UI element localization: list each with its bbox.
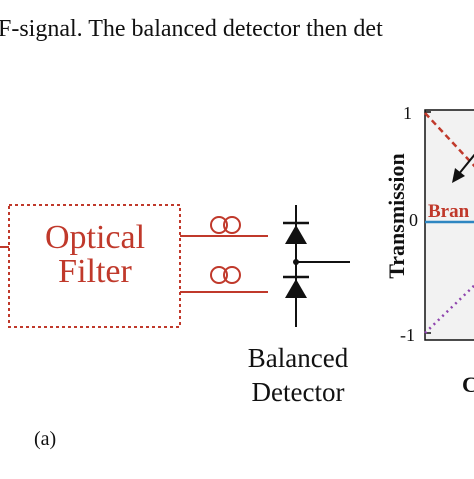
x-axis-label-partial: C [462,372,474,397]
tick-label-0: 0 [409,210,418,230]
figure-label: (a) [34,428,56,450]
header-text: F-signal. The balanced detector then det [0,16,383,42]
optical-filter-box [8,204,181,328]
detector-label-line2: Detector [252,377,345,407]
optical-filter-label-line1: Optical [45,219,145,256]
red-dashed-curve [424,112,474,168]
tick-label-1: 1 [403,103,412,123]
branch-label: Bran [428,201,470,222]
purple-dotted-curve [424,284,474,334]
fiber-coil-upper-icon [210,216,241,234]
fiber-coil-lower-icon [210,266,241,284]
y-axis-label: Transmission [384,153,409,279]
tick-label-neg1: -1 [400,325,415,345]
annotation-arrow-icon [452,153,474,183]
optical-filter-label-line2: Filter [58,253,132,290]
detector-label-line1: Balanced [248,343,349,373]
plot-panel [424,109,474,341]
photodiode-pair-icon [283,205,350,327]
